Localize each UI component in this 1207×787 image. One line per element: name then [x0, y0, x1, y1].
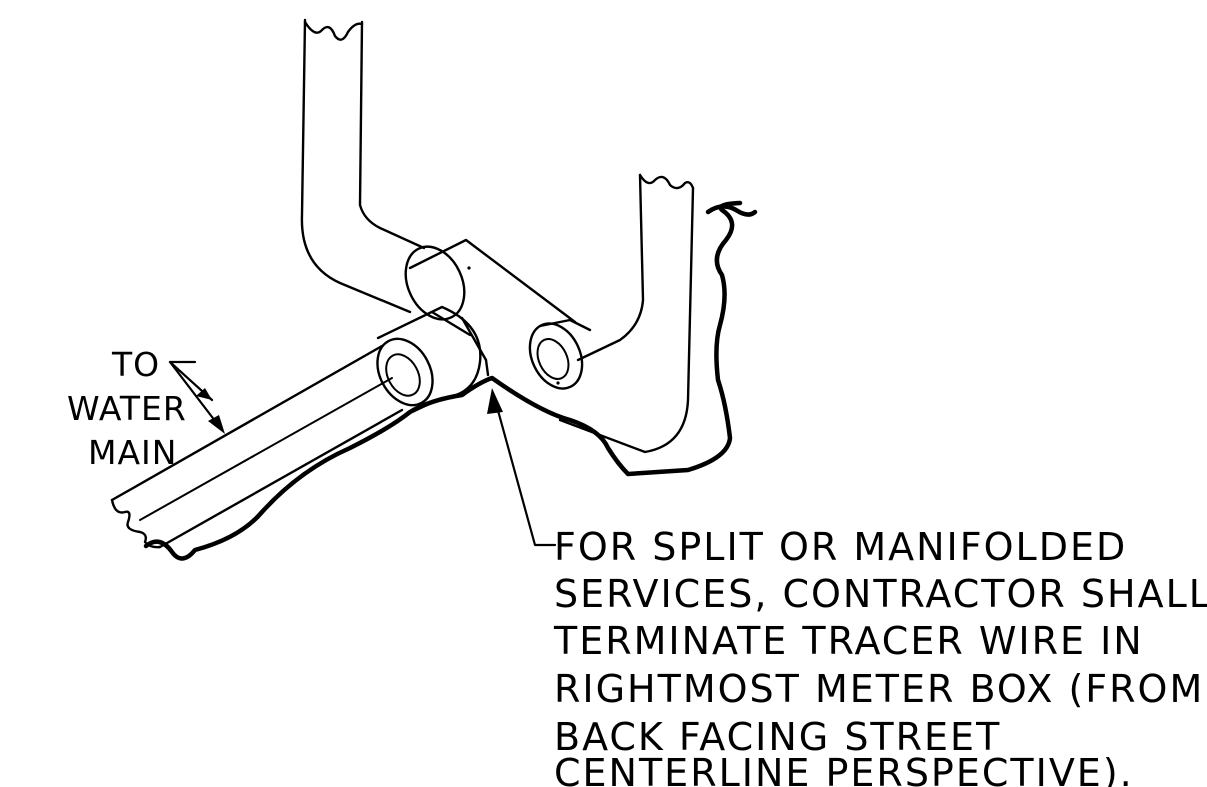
- water-main-leader: [168, 360, 225, 434]
- tracer-wire: [143, 200, 743, 561]
- water-main-callout-line-2: WATER: [67, 389, 187, 428]
- note-line-3: TERMINATE TRACER WIRE IN: [553, 619, 1144, 663]
- note-leader: [487, 388, 557, 547]
- right-coupling: [528, 318, 592, 390]
- note-line-4: RIGHTMOST METER BOX (FROM: [554, 667, 1204, 711]
- service-pipe-to-main: [110, 344, 404, 549]
- left-coupling: [376, 305, 482, 414]
- note-line-5: BACK FACING STREET: [554, 715, 1001, 759]
- tee-fitting: [404, 238, 577, 385]
- note-line-2: SERVICES, CONTRACTOR SHALL: [554, 572, 1207, 616]
- note-line-1: FOR SPLIT OR MANIFOLDED: [554, 525, 1127, 569]
- water-main-callout-line-3: MAIN: [88, 433, 177, 472]
- right-riser-pipe: [558, 173, 695, 454]
- note-line-6: CENTERLINE PERSPECTIVE).: [554, 751, 1134, 787]
- water-main-callout-line-1: TO: [111, 345, 160, 384]
- left-riser-pipe: [300, 18, 426, 314]
- tracer-wire-end: [705, 204, 758, 217]
